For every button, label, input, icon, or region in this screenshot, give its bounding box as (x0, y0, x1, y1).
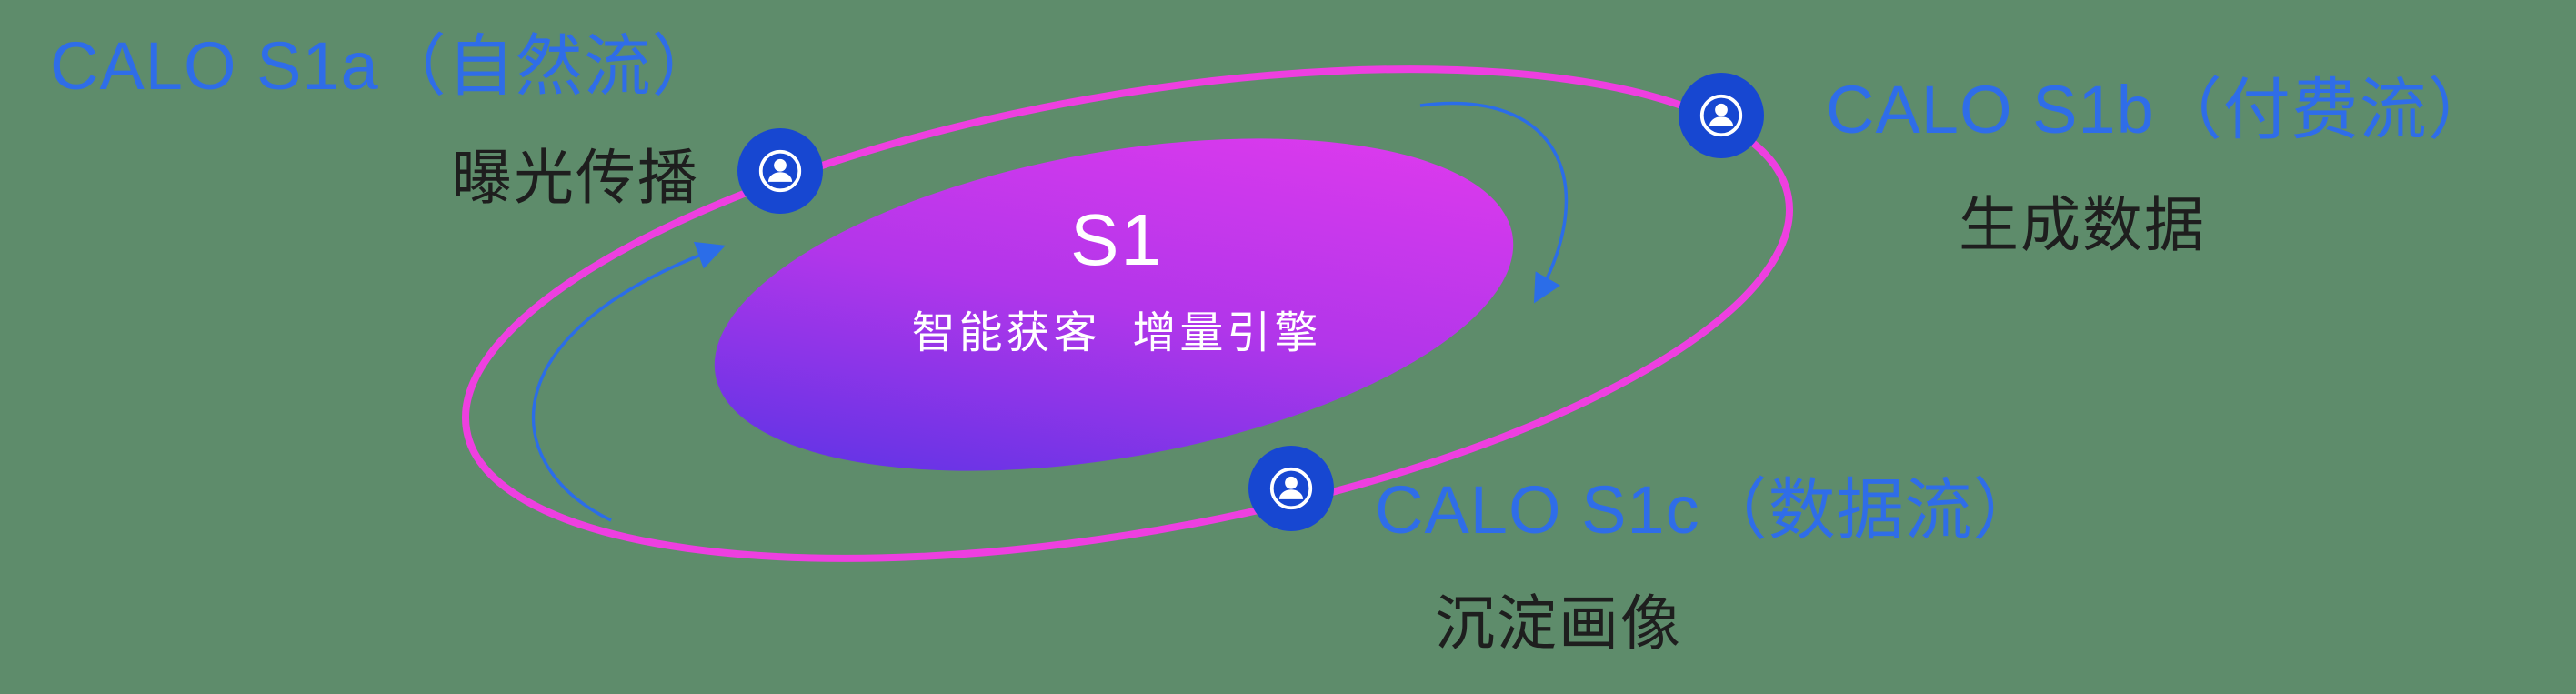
node-s1a (737, 128, 823, 214)
person-icon (758, 149, 802, 193)
core-subtitle: 智能获客 增量引擎 (911, 309, 1322, 357)
label-s1b-subtitle: 生成数据 (1959, 191, 2206, 258)
node-s1b (1679, 73, 1764, 158)
core-title: S1 (1070, 199, 1163, 280)
label-s1c-subtitle: 沉淀画像 (1435, 589, 1682, 657)
core-label-group: S1 智能获客 增量引擎 (912, 198, 1322, 360)
label-s1b-title: CALO S1b（付费流） (1826, 72, 2496, 147)
flow-arrow-left (531, 241, 726, 522)
flow-arrow-right (1419, 101, 1569, 304)
label-s1a-title: CALO S1a（自然流） (50, 28, 720, 104)
orbit-ring (462, 65, 1793, 562)
label-s1a-subtitle: 曝光传播 (452, 144, 699, 211)
label-s1c-title: CALO S1c（数据流） (1375, 472, 2041, 548)
person-icon (1699, 94, 1743, 137)
person-icon (1269, 467, 1313, 510)
node-s1c (1248, 446, 1334, 531)
core-ellipse (714, 138, 1514, 471)
